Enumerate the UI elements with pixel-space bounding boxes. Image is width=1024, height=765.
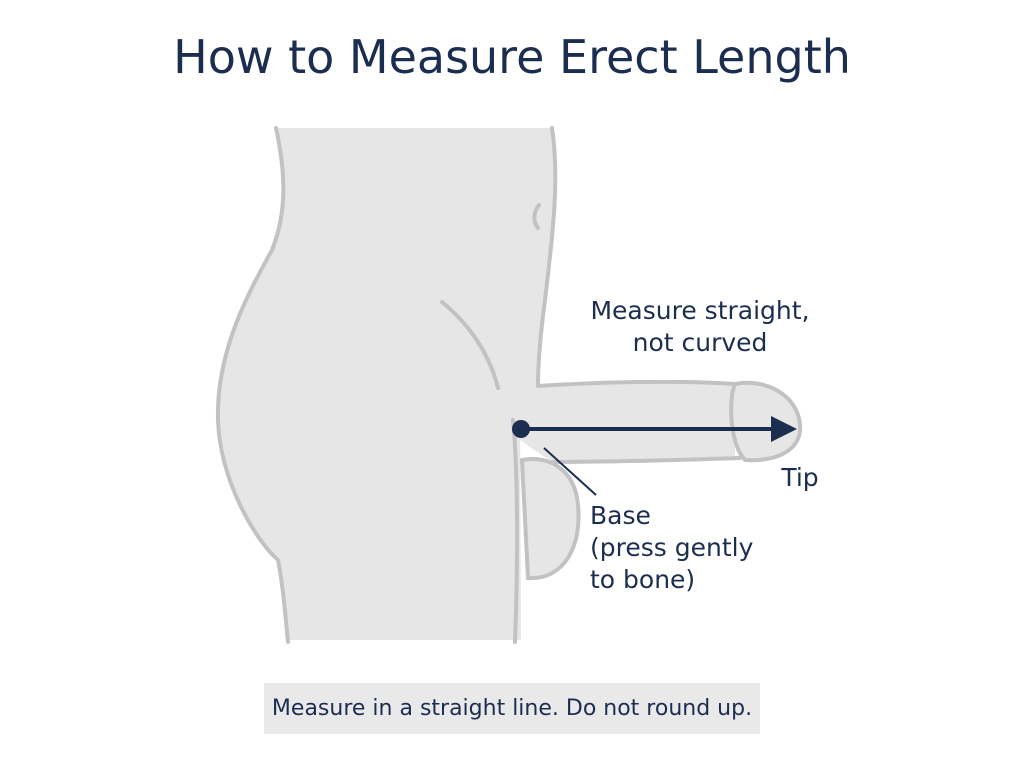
front-outline: [536, 126, 558, 388]
shaft-bottom-outline: [550, 456, 742, 464]
scrotum-shape: [519, 457, 581, 581]
shaft-top-outline: [536, 379, 737, 388]
arrowhead-icon: [771, 416, 797, 442]
base-label-line2: (press gently: [590, 533, 754, 562]
base-label-line1: Base: [590, 501, 651, 530]
base-label-line3: to bone): [590, 565, 696, 594]
tip-label: Tip: [781, 463, 819, 492]
measure-straight-line2: not curved: [632, 328, 768, 357]
thigh-front-outline: [511, 418, 520, 644]
instruction-note: Measure in a straight line. Do not round…: [264, 683, 760, 734]
measure-straight-label: Measure straight, not curved: [560, 295, 840, 359]
base-label: Base (press gently to bone): [590, 500, 790, 596]
torso-silhouette: [217, 128, 556, 640]
navel-mark: [532, 203, 541, 230]
base-point-marker: [512, 420, 530, 438]
hip-crease: [440, 300, 500, 390]
glans-shape: [729, 380, 803, 463]
shaft-shape: [520, 381, 735, 462]
measure-straight-line1: Measure straight,: [590, 296, 810, 325]
base-leader-line: [543, 447, 597, 496]
back-outline: [215, 126, 290, 644]
page-title: How to Measure Erect Length: [173, 30, 851, 84]
